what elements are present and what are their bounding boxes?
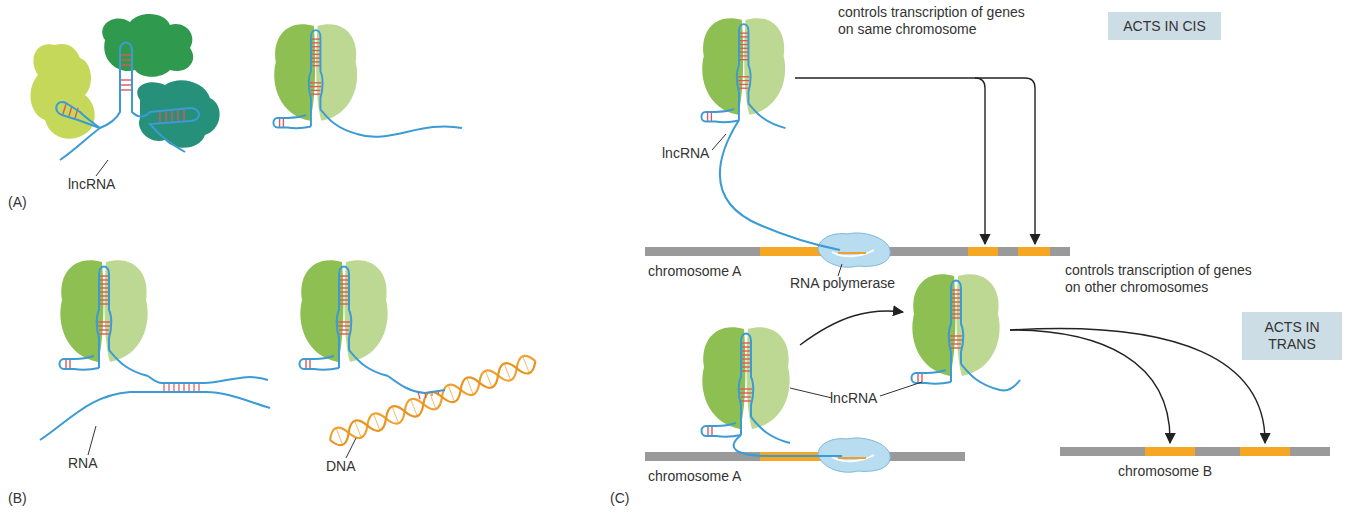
rna-tail [357,126,462,136]
gene-segment [1145,447,1195,456]
rna-tail [1000,380,1020,391]
rna-protein-complex [702,327,791,443]
base-pairs [418,391,439,399]
leader-line [790,388,832,398]
leader-line [88,426,96,455]
release-arrow [800,311,903,345]
rna-protein-complex [912,274,1001,390]
label: (C) [610,490,629,507]
leader-line [880,382,922,396]
gene-segment [968,247,998,256]
control-arrow [795,78,1035,244]
leader-line [838,264,842,276]
label: controls transcription of genes on same … [838,4,1033,38]
chromosome-bar [1060,447,1330,456]
label: lncRNA [830,390,877,407]
label: chromosome A [648,468,741,485]
label: RNA polymerase [790,275,895,292]
label: controls transcription of genes on other… [1065,262,1260,296]
leader-line [712,134,726,150]
rna-protein-complex [300,260,389,376]
rna-polymerase [818,233,890,267]
label: lncRNA [68,176,115,193]
rna-protein-complex [273,24,357,134]
label: chromosome B [1118,463,1212,480]
target-rna [40,392,270,440]
control-arrow [1010,328,1265,443]
mode-box: ACTS IN TRANS [1242,312,1342,360]
label: lncRNA [662,145,709,162]
leader-line [346,438,356,458]
label: DNA [326,458,356,475]
control-arrow [1010,330,1170,443]
rna-tail [720,120,840,250]
label: (A) [8,194,27,211]
label: chromosome A [648,263,741,280]
protein-scaffold [31,14,220,160]
rna-tail [734,435,842,456]
mode-box: ACTS IN CIS [1108,12,1221,40]
rna-protein-complex [60,260,149,376]
gene-segment [1240,447,1290,456]
rna-tail [148,376,268,383]
leader-line [96,160,108,176]
rna-tail [388,376,445,393]
base-pairs [164,384,199,391]
control-arrow [975,78,985,244]
rna-protein-complex [701,18,785,128]
box-text: ACTS IN TRANS [1246,319,1338,353]
label: RNA [68,455,98,472]
dna-helix [327,353,539,449]
gene-segment [1018,247,1050,256]
label: (B) [8,490,27,507]
box-text: ACTS IN CIS [1123,18,1205,35]
